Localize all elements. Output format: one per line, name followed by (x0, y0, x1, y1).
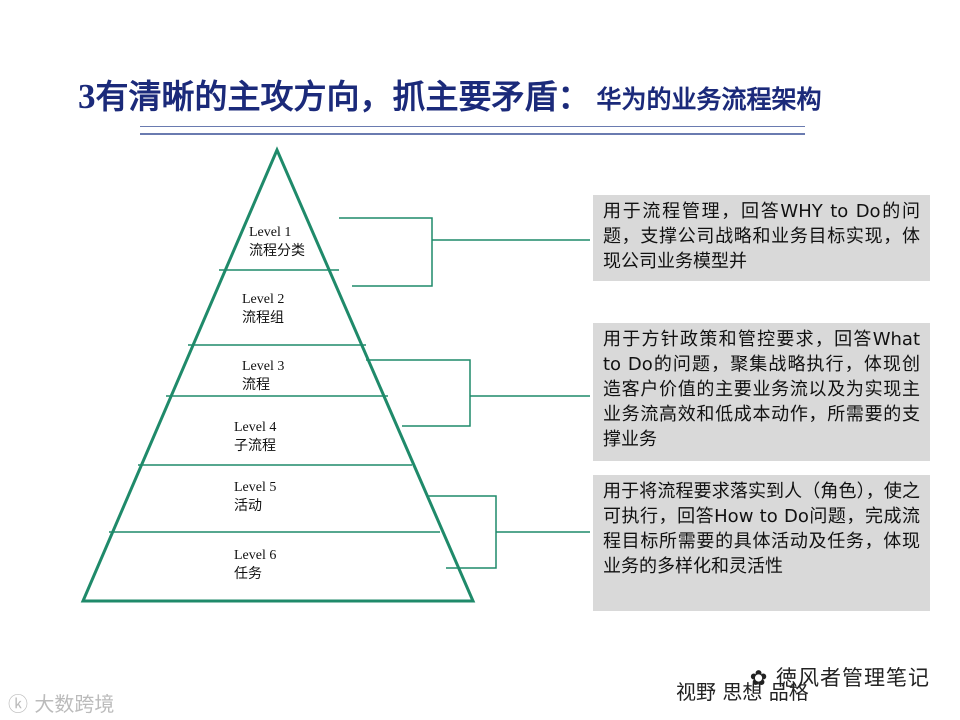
watermark-left: ⓚ 大数跨境 (8, 692, 115, 716)
level-5-en: Level 5 (234, 480, 277, 495)
level-4-label: Level 4 子流程 (234, 419, 276, 455)
level-6-cn: 任务 (234, 566, 262, 582)
level-5-cn: 活动 (234, 498, 262, 514)
title-main: 有清晰的主攻方向，抓主要矛盾： (95, 77, 591, 116)
level-2-label: Level 2 流程组 (242, 291, 284, 327)
level-3-label: Level 3 流程 (242, 358, 284, 394)
level-6-label: Level 6 任务 (234, 547, 276, 583)
page-title: 3有清晰的主攻方向，抓主要矛盾：华为的业务流程架构 (78, 70, 918, 122)
title-rule-thick (140, 133, 805, 135)
pyramid-outline (80, 146, 476, 603)
level-3-en: Level 3 (242, 359, 285, 374)
title-rule-thin (140, 126, 805, 127)
level-4-en: Level 4 (234, 420, 277, 435)
level-5-label: Level 5 活动 (234, 479, 276, 515)
watermark-bottom: 视野 思想 品格 (676, 680, 809, 704)
level-6-en: Level 6 (234, 548, 277, 563)
level-2-en: Level 2 (242, 292, 285, 307)
title-number: 3 (78, 77, 96, 116)
bracket-2 (366, 359, 471, 427)
level-1-label: Level 1 流程分类 (249, 224, 305, 260)
description-box-1: 用于流程管理，回答WHY to Do的问题，支撑公司战略和业务目标实现，体现公司… (593, 195, 930, 281)
level-1-cn: 流程分类 (249, 243, 305, 259)
level-2-cn: 流程组 (242, 310, 284, 326)
bracket-1 (339, 217, 433, 287)
level-3-cn: 流程 (242, 377, 270, 393)
level-4-cn: 子流程 (234, 438, 276, 454)
level-1-en: Level 1 (249, 225, 292, 240)
watermark-right: ✿ 徳风者管理笔记 (749, 666, 930, 690)
description-box-2: 用于方针政策和管控要求，回答What to Do的问题，聚集战略执行，体现创造客… (593, 323, 930, 461)
title-sub: 华为的业务流程架构 (596, 85, 822, 114)
description-box-3: 用于将流程要求落实到人（角色），使之可执行，回答How to Do问题，完成流程… (593, 475, 930, 611)
